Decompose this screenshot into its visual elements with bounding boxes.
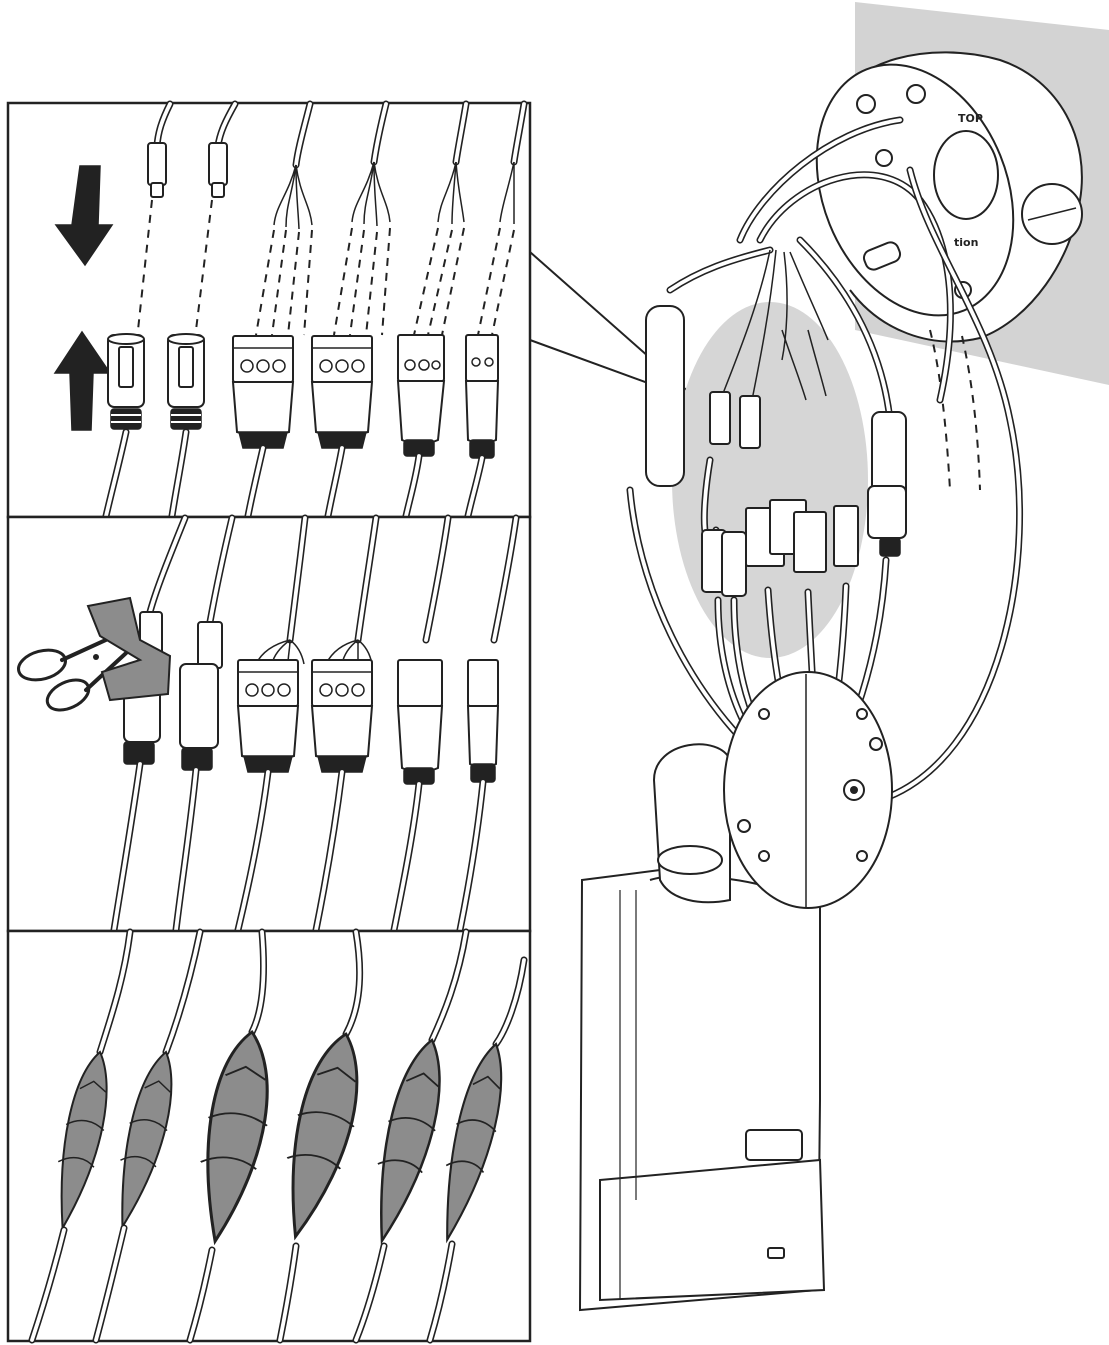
mount-label-top: TOP bbox=[958, 112, 983, 125]
step-panel-wrap-tape bbox=[6, 928, 532, 1344]
step-panel-connect bbox=[6, 100, 532, 520]
cable-ends-top bbox=[147, 100, 528, 230]
step-panel-cut-tape bbox=[6, 514, 532, 934]
camera-body bbox=[578, 671, 893, 1312]
arrow-down-icon bbox=[54, 165, 114, 267]
alignment-guides bbox=[137, 199, 515, 336]
cables-joined bbox=[110, 514, 520, 934]
device-connectors bbox=[645, 305, 907, 597]
taped-joints bbox=[28, 928, 528, 1344]
arrow-up-icon bbox=[53, 330, 112, 431]
connectors-bottom bbox=[102, 333, 500, 520]
tape-strip bbox=[86, 596, 172, 702]
mount-label-tion: tion bbox=[954, 236, 978, 249]
device-assembly: TOP tion bbox=[578, 2, 1109, 1312]
